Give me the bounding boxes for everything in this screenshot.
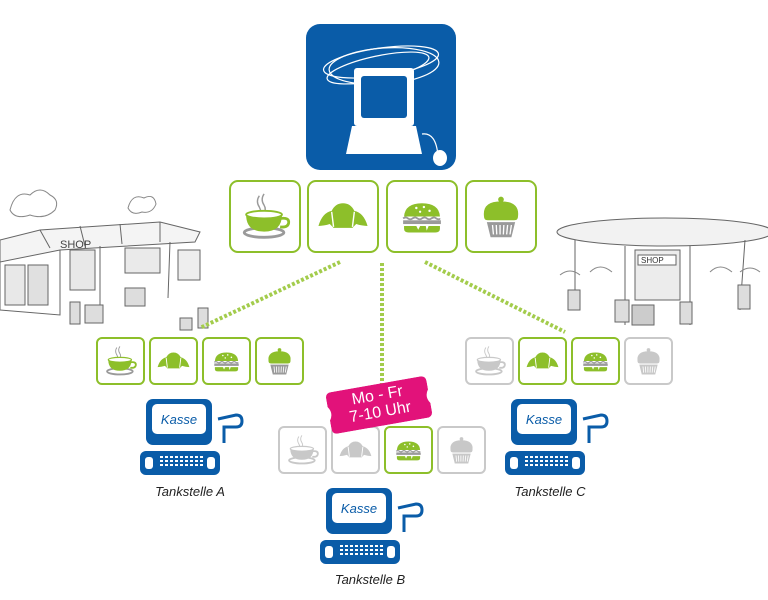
station-b-tile-muffin: [437, 426, 486, 474]
burger-icon: [582, 352, 608, 372]
croissant-icon: [318, 203, 368, 228]
central-tile-muffin: [465, 180, 537, 253]
connector-to-station-c: [424, 260, 566, 334]
station-c-tile-croissant: [518, 337, 567, 385]
station-c-tile-burger: [571, 337, 620, 385]
muffin-icon: [268, 348, 291, 375]
coffee-cup-icon: [242, 193, 291, 239]
burger-icon: [395, 441, 421, 461]
register-screen-label: Kasse: [341, 501, 377, 516]
station-a-tile-muffin: [255, 337, 304, 385]
register-screen-label: Kasse: [526, 412, 562, 427]
central-tile-coffee: [229, 180, 301, 253]
connector-to-station-a: [199, 260, 341, 330]
shop-sign-left: SHOP: [60, 239, 91, 251]
croissant-icon: [157, 352, 190, 369]
station-b-tile-croissant: [331, 426, 380, 474]
coffee-cup-icon: [475, 346, 506, 376]
coffee-cup-icon: [288, 435, 319, 465]
schedule-tag: Mo - Fr 7-10 Uhr: [325, 375, 433, 434]
register-station-b: Kasse: [318, 486, 428, 566]
station-b-tile-coffee: [278, 426, 327, 474]
station-label-a: Tankstelle A: [155, 484, 225, 499]
cash-register-icon: Kasse: [140, 399, 244, 475]
station-a-tile-burger: [202, 337, 251, 385]
tag-shape: [326, 376, 432, 434]
burger-icon: [213, 352, 239, 372]
station-label-b: Tankstelle B: [334, 572, 406, 587]
muffin-icon: [483, 196, 519, 238]
station-b-tile-burger: [384, 426, 433, 474]
register-station-a: Kasse: [138, 397, 248, 477]
station-c-tile-muffin: [624, 337, 673, 385]
gas-station-right-illustration: SHOP: [556, 217, 768, 326]
central-tile-burger: [386, 180, 458, 253]
central-computer-tile: [306, 24, 456, 170]
station-c-tile-coffee: [465, 337, 514, 385]
register-station-c: Kasse: [503, 397, 613, 477]
shop-sign-right: SHOP: [641, 256, 664, 265]
croissant-icon: [526, 352, 559, 369]
central-tile-croissant: [307, 180, 379, 253]
station-a-tile-coffee: [96, 337, 145, 385]
burger-icon: [402, 203, 441, 233]
muffin-icon: [450, 437, 473, 464]
cash-register-icon: Kasse: [505, 399, 609, 475]
computer-network-icon: [322, 45, 447, 166]
cash-register-icon: Kasse: [320, 488, 424, 564]
station-label-c: Tankstelle C: [514, 484, 586, 499]
gas-station-left-illustration: SHOP: [0, 189, 209, 331]
muffin-icon: [637, 348, 660, 375]
croissant-icon: [339, 441, 372, 458]
register-screen-label: Kasse: [161, 412, 197, 427]
station-a-tile-croissant: [149, 337, 198, 385]
coffee-cup-icon: [106, 346, 137, 376]
